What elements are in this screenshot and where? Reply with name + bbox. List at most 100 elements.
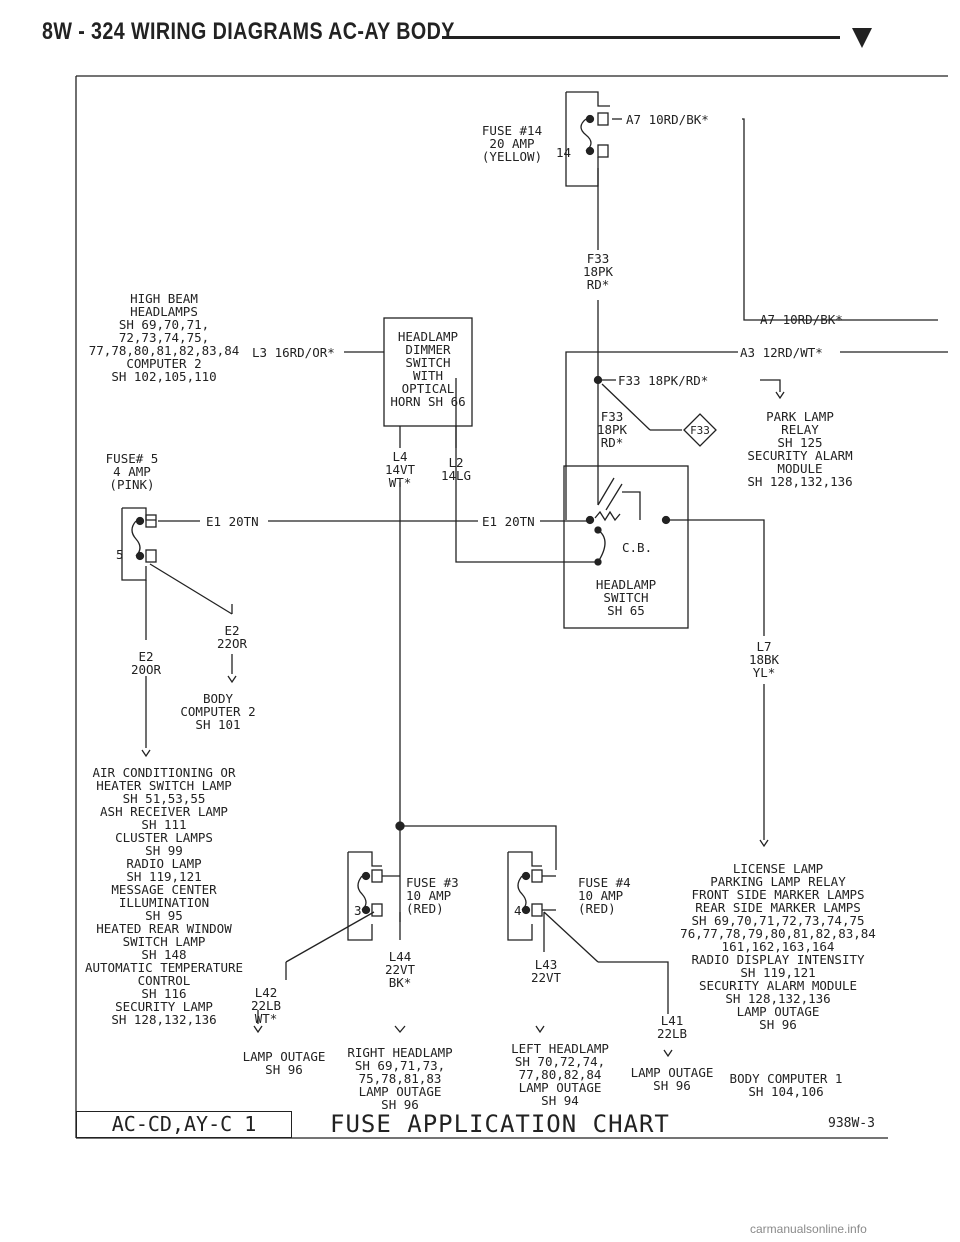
fuse4-dot-top bbox=[521, 871, 531, 881]
watermark: carmanualsonline.info bbox=[750, 1222, 867, 1236]
footer-diagram-number: 938W-3 bbox=[828, 1116, 875, 1131]
fuse3-number: 3 bbox=[354, 903, 362, 918]
body-computer-2-label: BODY COMPUTER 2 SH 101 bbox=[180, 691, 256, 732]
footer-model-code: AC-CD,AY-C 1 bbox=[76, 1111, 292, 1138]
fuse3-to-l42 bbox=[285, 911, 375, 963]
fuse14-housing-bottom bbox=[565, 92, 599, 187]
switch-link bbox=[622, 491, 641, 520]
circuit-breaker-arc bbox=[597, 529, 606, 563]
e2-20or-arrow bbox=[141, 749, 151, 758]
fuse3-housing-top bbox=[348, 851, 382, 867]
fuse5-dot-top bbox=[135, 516, 145, 526]
l2-wire-label: L2 14LG bbox=[440, 455, 472, 483]
fuse3-element bbox=[357, 875, 367, 911]
fuse4-element bbox=[517, 875, 527, 911]
f33-lower-label: F33 18PK RD* bbox=[596, 409, 628, 450]
a7-top-label: A7 10RD/BK* bbox=[626, 112, 709, 127]
rheostat-zigzag bbox=[594, 510, 621, 522]
fuse3-dot-top bbox=[361, 871, 371, 881]
headlamp-switch-label: HEADLAMP SWITCH SH 65 bbox=[595, 577, 657, 618]
fuse5-element bbox=[131, 520, 141, 557]
fuse14-dot-top bbox=[585, 114, 595, 124]
f33-ground-arrow bbox=[775, 391, 785, 400]
switch-contact-left bbox=[585, 515, 595, 525]
fuse5-housing-top bbox=[122, 507, 156, 521]
fuse4-terminal-top bbox=[531, 869, 543, 883]
f33-diagonal bbox=[601, 383, 651, 431]
lamp-outage-l42-label: LAMP OUTAGE SH 96 bbox=[242, 1049, 326, 1077]
high-beam-headlamps-label: HIGH BEAM HEADLAMPS SH 69,70,71, 72,73,7… bbox=[88, 291, 240, 384]
l2-return-wire bbox=[455, 378, 598, 563]
e2-20or-label: E2 20OR bbox=[130, 649, 162, 677]
a7-wire-path bbox=[742, 118, 938, 321]
body-computer-1-label: BODY COMPUTER 1 SH 104,106 bbox=[729, 1071, 843, 1099]
l41-wire-label: L41 22LB bbox=[656, 1013, 688, 1041]
fuse14-housing-top bbox=[566, 91, 610, 107]
fuse4-dot-bottom bbox=[521, 905, 531, 915]
e1-right-label: E1 20TN bbox=[482, 514, 535, 529]
fuse4-label: FUSE #4 10 AMP (RED) bbox=[578, 875, 631, 916]
fuse14-terminal-top bbox=[597, 112, 609, 126]
fuse3-dot-bottom bbox=[361, 905, 371, 915]
e2-22or-arrow bbox=[227, 675, 237, 684]
l4-wire-label: L4 14VT WT* bbox=[384, 449, 416, 490]
fuse3-terminal-top bbox=[371, 869, 383, 883]
circuit-breaker-label: C.B. bbox=[622, 540, 653, 555]
fuse14-dot-bottom bbox=[585, 146, 595, 156]
f33-horizontal-label: F33 18PK/RD* bbox=[618, 373, 709, 388]
l44-arrow bbox=[394, 1025, 406, 1034]
fuse4-housing-top bbox=[508, 851, 542, 867]
fuse4-diag bbox=[543, 911, 599, 963]
fuse4-number: 4 bbox=[514, 903, 522, 918]
f33-vertical-label: F33 18PK RD* bbox=[582, 251, 614, 292]
fuse14-label: FUSE #14 20 AMP (YELLOW) bbox=[481, 123, 543, 164]
cb-dot-top bbox=[594, 526, 602, 534]
l43-arrow bbox=[535, 1025, 545, 1034]
f33-branch-right bbox=[760, 379, 781, 392]
l7-ground-arrow bbox=[759, 839, 769, 848]
dimmer-switch-label: HEADLAMP DIMMER SWITCH WITH OPTICAL HORN… bbox=[390, 329, 466, 409]
header-triangle-icon bbox=[852, 28, 872, 48]
bus-to-fuse4 bbox=[400, 825, 557, 870]
lamp-outage-l41-label: LAMP OUTAGE SH 96 bbox=[630, 1065, 714, 1093]
fuse5-terminal-top bbox=[145, 514, 157, 528]
park-lamp-relay-label: PARK LAMP RELAY SH 125 SECURITY ALARM MO… bbox=[747, 409, 853, 489]
license-lamp-list: LICENSE LAMP PARKING LAMP RELAY FRONT SI… bbox=[680, 861, 876, 1032]
fuse4-terminal-bottom bbox=[531, 903, 543, 917]
fuse14-terminal-bottom bbox=[597, 144, 609, 158]
fuse3-label: FUSE #3 10 AMP (RED) bbox=[406, 875, 459, 916]
f33-badge-shape bbox=[683, 413, 717, 447]
f33-badge-text: F33 bbox=[690, 424, 710, 437]
fuse4-to-l41 bbox=[598, 961, 669, 1014]
left-headlamp-label: LEFT HEADLAMP SH 70,72,74, 77,80,82,84 L… bbox=[511, 1041, 609, 1108]
page-header: 8W - 324 WIRING DIAGRAMS AC-AY BODY bbox=[42, 18, 455, 45]
l3-wire-label: L3 16RD/OR* bbox=[252, 345, 335, 360]
l7-wire-label: L7 18BK YL* bbox=[748, 639, 780, 680]
e1-left-label: E1 20TN bbox=[206, 514, 259, 529]
fuse3-housing-bottom bbox=[347, 852, 373, 941]
headlamp-switch-box bbox=[563, 465, 689, 629]
right-headlamp-label: RIGHT HEADLAMP SH 69,71,73, 75,78,81,83 … bbox=[347, 1045, 453, 1112]
switch-blade bbox=[597, 477, 615, 506]
l41-arrow bbox=[663, 1049, 673, 1058]
switch-blade-2 bbox=[605, 483, 623, 511]
fuse5-terminal-bottom bbox=[145, 549, 157, 563]
fuse5-dot-bottom bbox=[135, 551, 145, 561]
fuse14-element bbox=[580, 118, 592, 152]
fuse5-housing-bottom bbox=[121, 508, 147, 581]
ac-lamp-list: AIR CONDITIONING OR HEATER SWITCH LAMP S… bbox=[84, 765, 244, 1027]
a7-right-label: A7 10RD/BK* bbox=[760, 312, 843, 327]
header-rule bbox=[442, 36, 840, 39]
fuse5-label: FUSE# 5 4 AMP (PINK) bbox=[105, 451, 159, 492]
l7-wire-top bbox=[666, 519, 765, 636]
a3-right-label: A3 12RD/WT* bbox=[740, 345, 823, 360]
l42-wire-label: L42 22LB WT* bbox=[250, 985, 282, 1026]
l43-wire-label: L43 22VT bbox=[530, 957, 562, 985]
l44-wire-label: L44 22VT BK* bbox=[384, 949, 416, 990]
fuse3-terminal-bottom bbox=[371, 903, 383, 917]
l42-arrow bbox=[253, 1025, 263, 1034]
e2-22or-diag bbox=[149, 563, 233, 615]
dimmer-switch-box bbox=[383, 317, 473, 427]
